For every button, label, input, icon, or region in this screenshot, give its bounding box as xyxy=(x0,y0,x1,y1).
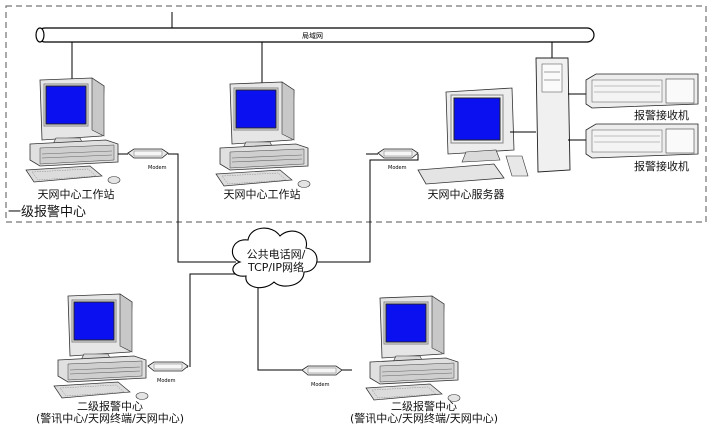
workstation-1 xyxy=(25,77,121,184)
modem-label-2: Modem xyxy=(388,165,407,171)
lan-drops xyxy=(71,42,553,84)
receiver-links xyxy=(510,93,586,141)
modem-1 xyxy=(127,148,169,159)
lan-backbone xyxy=(35,27,595,43)
workstation-2 xyxy=(215,81,311,188)
substation-2-subtitle: (警讯中心/天网终端/天网中心) xyxy=(350,412,498,425)
modem-label-1: Modem xyxy=(148,165,167,171)
substation-pc-2 xyxy=(365,295,461,402)
receiver-2-label: 报警接收机 xyxy=(634,160,689,173)
substation-2-title: 二级报警中心 xyxy=(391,400,457,413)
modem-label-4: Modem xyxy=(311,382,330,388)
alarm-receiver-1 xyxy=(585,73,699,109)
modem-2 xyxy=(377,148,419,159)
network-cloud xyxy=(231,227,318,289)
substation-1-title: 二级报警中心 xyxy=(77,400,143,413)
server xyxy=(417,57,571,185)
receiver-1-label: 报警接收机 xyxy=(634,109,689,122)
lan-label: 局域网 xyxy=(302,31,323,40)
zone-boundary xyxy=(5,5,707,223)
workstation-1-label: 天网中心工作站 xyxy=(37,188,115,201)
network-cloud-label: 公共电话网/ TCP/IP网络 xyxy=(244,248,308,274)
substation-1-subtitle: (警讯中心/天网终端/天网中心) xyxy=(36,412,184,425)
network-label-line2: TCP/IP网络 xyxy=(248,261,304,274)
workstation-2-label: 天网中心工作站 xyxy=(223,188,301,201)
alarm-receiver-2 xyxy=(585,123,699,159)
server-label: 天网中心服务器 xyxy=(427,188,505,201)
substation-pc-1 xyxy=(53,293,149,400)
network-label-line1: 公共电话网/ xyxy=(246,248,306,261)
modem-label-3: Modem xyxy=(157,378,176,384)
modem-3 xyxy=(147,361,189,372)
zone-label: 一级报警中心 xyxy=(8,205,87,220)
modem-4 xyxy=(301,365,343,376)
